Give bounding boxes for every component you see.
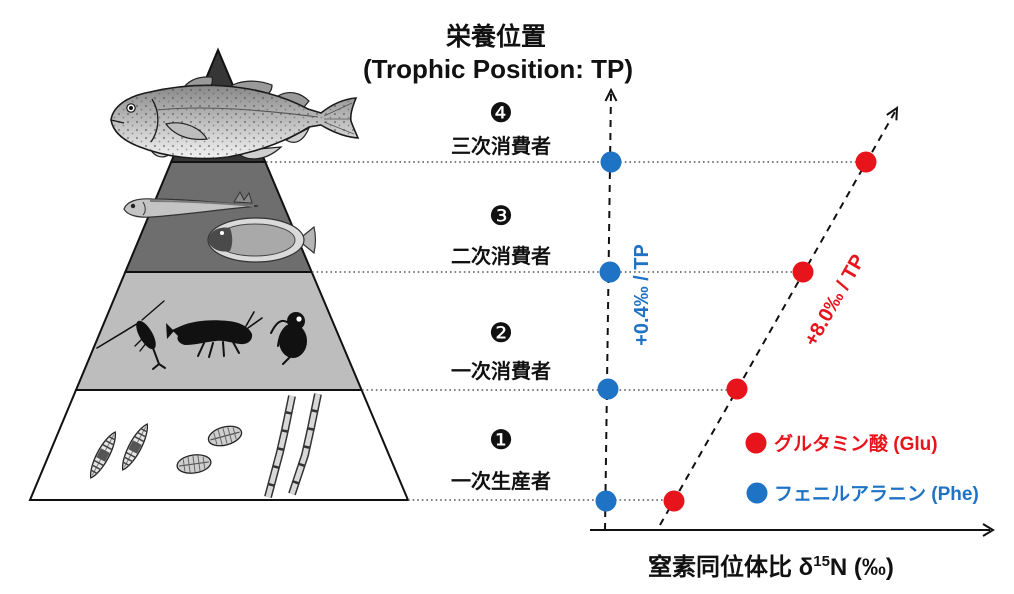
krill-body (172, 320, 253, 345)
copepod-legs (134, 337, 148, 352)
oval-diatom-icon (176, 454, 212, 474)
level-4-badge: ❹ (489, 98, 513, 129)
phe-rate-label: +0.4‰ / TP (631, 244, 653, 346)
water-flea-spine (282, 356, 291, 365)
copepod-tail (152, 347, 166, 370)
krill-tail (166, 323, 174, 339)
glu-point-level-3 (792, 261, 814, 283)
phe-point-level-4 (600, 151, 622, 173)
glu-point-level-2 (726, 378, 748, 400)
x-axis-label: 窒素同位体比 δ15N (‰) (648, 553, 894, 581)
x-axis-label-superscript: 15 (813, 553, 830, 570)
cod-speckles (111, 85, 358, 159)
filament-cells (289, 393, 321, 495)
water-flea-eye (296, 316, 302, 322)
slender-fish-gill (142, 201, 146, 216)
cod-anal-fin-rear (284, 126, 311, 143)
legend-glu-marker (745, 432, 767, 454)
krill-antennae (245, 311, 263, 329)
legend: グルタミン酸 (Glu) フェニルアラニン (Phe) (745, 432, 979, 505)
water-flea-body (279, 324, 307, 358)
filamentous-diatom-icon (288, 393, 322, 496)
cod-gill-line (150, 98, 159, 143)
x-axis-arrowhead (982, 523, 995, 537)
cod-pectoral-fin (164, 122, 208, 141)
legend-phe-label: フェニルアラニン (Phe) (774, 484, 979, 505)
pennate-diatom-nodule (96, 448, 110, 462)
flatfish-tail (297, 225, 317, 255)
copepod-icon (96, 300, 166, 370)
flatfish-head (208, 227, 233, 252)
level-2-label: 一次消費者 (451, 359, 551, 383)
phe-point-level-2 (597, 378, 619, 400)
pennate-diatom-striae (122, 427, 148, 467)
slender-fish-back (149, 200, 255, 207)
oval-diatom-icon (207, 425, 243, 447)
cod-pupil (129, 106, 133, 110)
slender-fish-eye (130, 203, 136, 209)
pennate-diatom-icon (90, 431, 116, 479)
phe-point-level-3 (599, 261, 621, 283)
level-3-badge: ❸ (489, 201, 513, 232)
water-flea-head (287, 312, 305, 330)
x-axis-label-tail: N (‰) (830, 554, 894, 581)
glu-point-level-4 (855, 151, 877, 173)
phe-trend-arrowhead (604, 87, 618, 102)
glu-point-level-1 (663, 490, 685, 512)
krill-legs (197, 341, 240, 358)
water-flea-icon (270, 312, 307, 365)
legend-phe-marker (746, 482, 768, 504)
phe-point-level-1 (595, 490, 617, 512)
slender-fish-fin (233, 190, 253, 204)
slender-fish-icon (123, 190, 259, 218)
cod-fish-icon (110, 76, 360, 160)
oval-diatom-striae (213, 426, 237, 446)
pennate-diatom-striae (90, 435, 116, 475)
water-flea-antenna-upper (270, 319, 288, 334)
flatfish-icon (207, 217, 317, 263)
copepod-body (136, 320, 156, 350)
krill-icon (166, 311, 263, 358)
filament-cells (265, 395, 295, 498)
level-4-label: 三次消費者 (451, 134, 551, 158)
copepod-antenna-short (141, 300, 165, 321)
trophic-pyramid (28, 47, 410, 501)
title-line-1: 栄養位置 (445, 22, 546, 51)
cod-tail-rays (323, 102, 355, 135)
title-line-2: (Trophic Position: TP) (363, 54, 633, 84)
x-axis-label-main: 窒素同位体比 δ (648, 553, 813, 581)
oval-diatom-striae (182, 455, 206, 473)
cod-mouth (110, 119, 125, 124)
filamentous-diatom-icon (264, 395, 296, 499)
pennate-diatom-nodule (128, 440, 142, 454)
level-3-label: 二次消費者 (451, 244, 551, 268)
level-1-badge: ❶ (489, 425, 513, 456)
flatfish-eye (220, 231, 224, 235)
cod-third-dorsal-fin (276, 91, 310, 108)
glu-trend-line (659, 109, 897, 526)
level-2-badge: ❷ (489, 318, 513, 349)
legend-glu-label: グルタミン酸 (Glu) (774, 432, 938, 455)
copepod-antenna-long (96, 321, 141, 349)
cod-lateral-line (156, 107, 319, 118)
glu-trend-arrowhead (886, 106, 899, 121)
pennate-diatom-icon (122, 423, 148, 471)
level-1-label: 一次生産者 (451, 469, 551, 493)
